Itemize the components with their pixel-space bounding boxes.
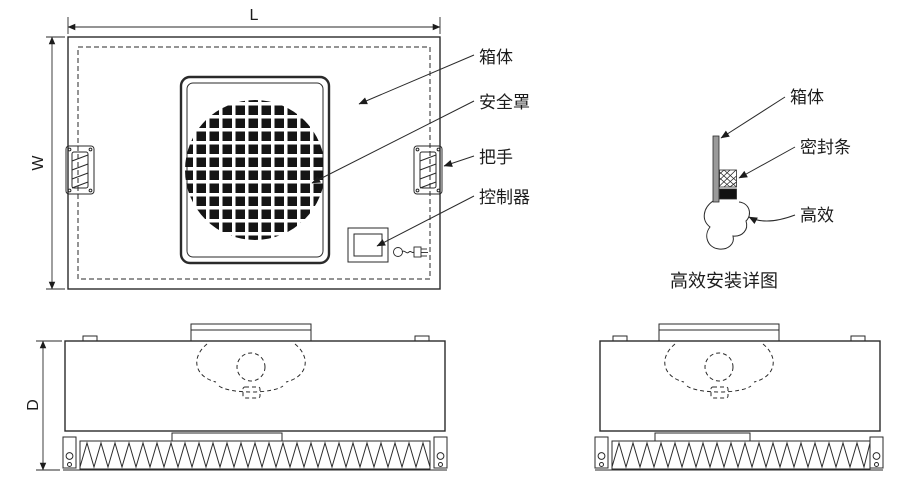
filter-bracket-left xyxy=(594,436,609,469)
detail-caption: 高效安装详图 xyxy=(670,271,778,291)
fan-grille xyxy=(185,100,325,240)
handle-left xyxy=(65,145,95,195)
safety-cover-frame xyxy=(179,75,331,265)
gasket-block xyxy=(719,188,737,200)
leader-handle xyxy=(443,155,475,167)
detail-callouts: 箱体 密封条 高效 xyxy=(720,88,851,225)
lifting-tab-left xyxy=(612,335,628,342)
filter-pleats xyxy=(611,441,871,469)
plan-view: L W 箱体 安全罩 把手 控制器 xyxy=(30,7,530,290)
elevation-side xyxy=(594,323,884,471)
cabinet-body xyxy=(64,340,446,432)
elevation-front: D xyxy=(25,323,448,471)
power-connector xyxy=(393,246,428,258)
mounting-channel xyxy=(171,432,283,442)
cabinet-wall-section xyxy=(712,135,720,203)
dimension-width: W xyxy=(30,36,65,290)
leader-safety-cover xyxy=(311,100,475,184)
seal-strip-section xyxy=(719,169,737,188)
leader-hepa xyxy=(748,214,796,224)
duct-collar xyxy=(658,323,780,342)
leader-cabinet xyxy=(358,54,475,105)
fan-hidden-outline xyxy=(664,343,774,399)
duct-collar xyxy=(190,323,312,342)
cabinet-outline xyxy=(67,36,441,290)
filter-bracket-left xyxy=(62,436,77,469)
label-seal-strip: 密封条 xyxy=(800,138,851,157)
filter-bracket-right xyxy=(869,436,884,469)
label-controller: 控制器 xyxy=(479,188,530,207)
label-safety-cover: 安全罩 xyxy=(479,93,530,112)
detail-view: 箱体 密封条 高效 高效安装详图 xyxy=(670,88,851,291)
cabinet-body xyxy=(599,340,881,432)
filter-bracket-right xyxy=(433,436,448,469)
dim-label-D: D xyxy=(25,399,42,411)
cabinet-inner-dashed-outline xyxy=(77,46,431,280)
label-cabinet: 箱体 xyxy=(479,48,513,67)
dimension-length: L xyxy=(67,7,441,34)
mounting-channel xyxy=(654,432,751,442)
fan-hidden-outline xyxy=(196,343,306,399)
label-handle: 把手 xyxy=(479,148,513,167)
label-hepa: 高效 xyxy=(800,206,834,225)
plan-callouts: 箱体 安全罩 把手 控制器 xyxy=(311,48,530,247)
leader-controller xyxy=(376,195,475,247)
handle-right xyxy=(413,145,443,195)
lifting-tab-right xyxy=(414,335,430,342)
dimension-depth: D xyxy=(25,340,62,471)
label-detail-cabinet: 箱体 xyxy=(790,88,824,107)
dim-label-L: L xyxy=(250,7,259,24)
leader-detail-cabinet xyxy=(720,96,786,139)
leader-seal-strip xyxy=(738,146,796,179)
filter-pleats xyxy=(79,441,431,469)
dim-label-W: W xyxy=(30,155,47,171)
lifting-tab-left xyxy=(82,335,98,342)
hepa-media-section xyxy=(703,200,750,250)
hepa-filter-frame xyxy=(79,440,431,470)
lifting-tab-right xyxy=(850,335,866,342)
controller-box xyxy=(347,227,389,263)
